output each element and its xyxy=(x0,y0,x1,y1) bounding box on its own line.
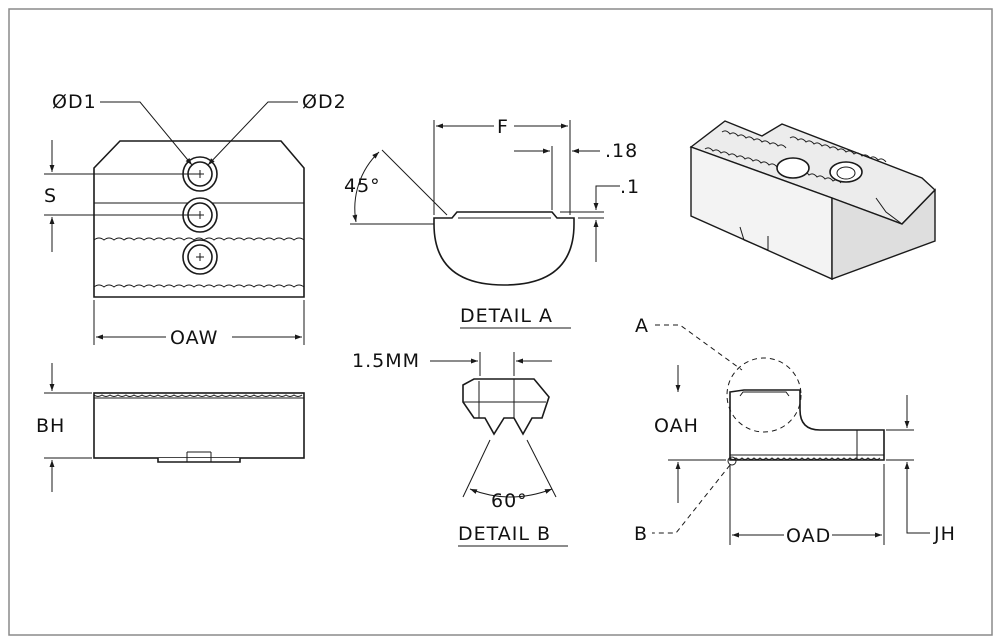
detail-a-title: DETAIL A xyxy=(460,305,553,327)
detail-a-callout: A xyxy=(635,315,649,337)
detail-a-profile xyxy=(433,211,575,286)
bh-label: BH xyxy=(36,415,65,437)
s-label: S xyxy=(44,185,57,207)
side-view: A B OAH OAD JH xyxy=(634,315,956,547)
side-view-outline xyxy=(729,389,885,461)
angle-45-label: 45° xyxy=(344,175,381,197)
serration-lower xyxy=(93,284,305,288)
iso-hole-2 xyxy=(829,161,863,183)
bottom-view-outline xyxy=(93,392,305,459)
groove-width-label: .18 xyxy=(605,140,638,162)
serration-upper xyxy=(93,237,305,241)
isometric-view xyxy=(689,120,937,281)
d2-label: ØD2 xyxy=(302,91,347,113)
groove-depth-label: .1 xyxy=(620,176,640,198)
detail-a-circle xyxy=(726,357,802,433)
oaw-label: OAW xyxy=(170,327,218,349)
key-slot xyxy=(157,458,241,463)
d1-label: ØD1 xyxy=(52,91,97,113)
angle-60-label: 60° xyxy=(491,490,528,512)
pitch-label: 1.5MM xyxy=(352,350,420,372)
detail-b-title: DETAIL B xyxy=(458,523,551,545)
oad-label: OAD xyxy=(786,525,831,547)
jh-label: JH xyxy=(933,523,956,545)
detail-b-profile xyxy=(462,378,550,436)
detail-b: 1.5MM 60° DETAIL B xyxy=(352,350,568,547)
detail-a: F .18 .1 45° DETAIL A xyxy=(344,116,640,329)
f-label: F xyxy=(497,116,509,138)
iso-side-face xyxy=(831,188,936,281)
oah-label: OAH xyxy=(654,415,699,437)
bottom-view: BH xyxy=(36,363,305,492)
hole-bottom xyxy=(182,239,218,275)
detail-b-callout: B xyxy=(634,523,648,545)
iso-hole-1 xyxy=(776,157,810,179)
front-view: ØD1 ØD2 S OAW xyxy=(44,91,347,349)
detail-b-marker xyxy=(727,456,737,466)
drawing-border xyxy=(8,8,993,636)
